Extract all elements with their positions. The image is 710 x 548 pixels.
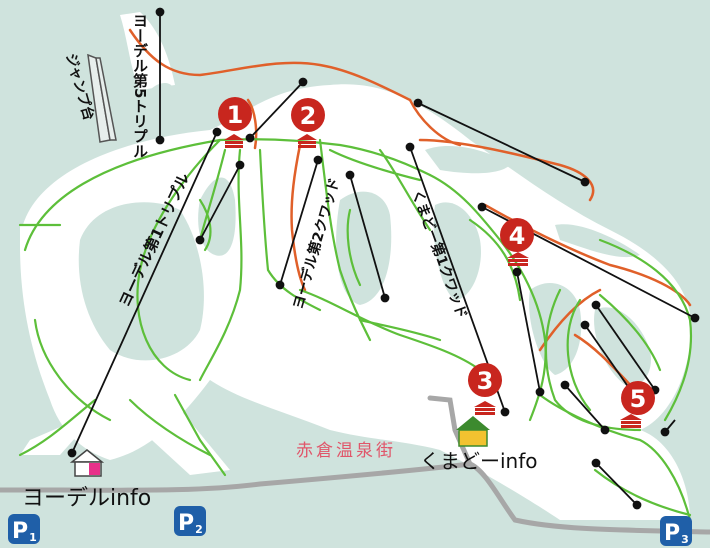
tree-islands [78, 83, 651, 386]
parking-p2-number: 2 [195, 523, 203, 536]
green-courses [18, 138, 692, 522]
onsen-label: 赤倉温泉街 [296, 441, 396, 461]
parking-p3-letter: P [664, 521, 680, 546]
marker-2[interactable]: 2 [291, 98, 325, 132]
marker-4-label: 4 [509, 222, 526, 250]
parking-p1[interactable]: P 1 [8, 514, 40, 544]
lodges [224, 134, 642, 428]
parking-p1-number: 1 [29, 531, 37, 544]
marker-1-label: 1 [227, 101, 244, 129]
marker-5[interactable]: 5 [621, 381, 655, 415]
marker-2-label: 2 [300, 102, 317, 130]
marker-1[interactable]: 1 [218, 97, 252, 131]
parking-p2-letter: P [178, 511, 194, 536]
lift-label-yodel-5: ヨーデル第5トリプル [131, 13, 149, 158]
kumado-info-label: くまどーinfo [420, 449, 538, 473]
yodel-info-label: ヨーデルinfo [22, 486, 151, 511]
marker-4[interactable]: 4 [500, 218, 534, 252]
parking-p3-number: 3 [681, 533, 689, 546]
jump-hill [87, 53, 117, 143]
yodel-info-icon[interactable] [69, 449, 105, 477]
marker-3[interactable]: 3 [468, 363, 502, 397]
kumado-info-icon[interactable] [456, 416, 490, 447]
red-courses [128, 28, 692, 397]
parking-p2[interactable]: P 2 [174, 506, 206, 536]
parking-p3[interactable]: P 3 [660, 516, 692, 546]
marker-3-label: 3 [477, 367, 494, 395]
roads [0, 395, 710, 535]
marker-5-label: 5 [630, 385, 647, 413]
parking-p1-letter: P [12, 519, 28, 544]
